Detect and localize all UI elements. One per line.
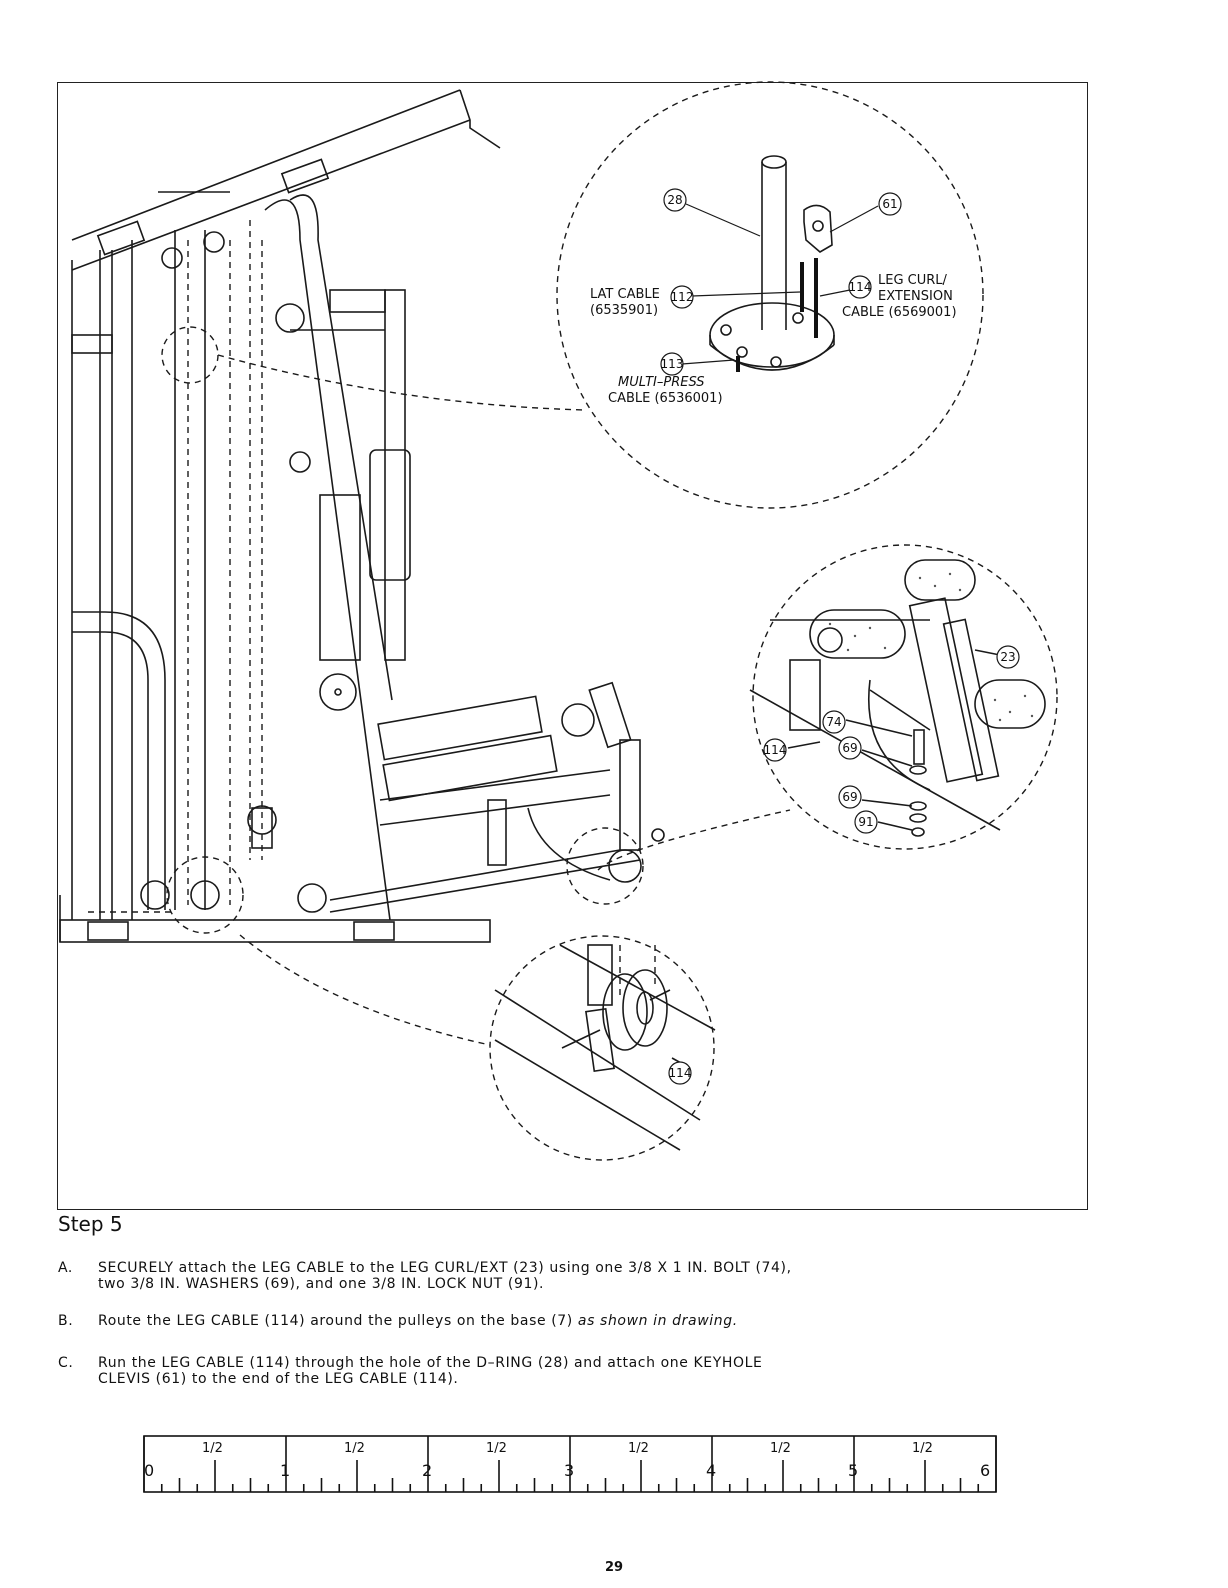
leg-curl-label-2: EXTENSION — [878, 289, 953, 304]
callout-69-upper-text: 69 — [842, 741, 857, 755]
ruler-number: 6 — [980, 1461, 990, 1480]
instruction-b-italic: as shown in drawing. — [572, 1313, 738, 1329]
ruler-number: 0 — [144, 1461, 154, 1480]
measurement-ruler: 0 1/2 1 1/2 2 1/2 3 1/2 4 1/2 5 1/2 6 — [143, 1435, 997, 1493]
base-rail — [59, 919, 491, 943]
page-number: 29 — [604, 1560, 624, 1575]
instruction-b: B. Route the LEG CABLE (114) around the … — [58, 1313, 1058, 1329]
callout-28 — [663, 188, 687, 212]
ruler-number: 5 — [848, 1461, 858, 1480]
lat-cable-part: (6535901) — [590, 303, 658, 318]
ruler-half-label: 1/2 — [912, 1441, 933, 1456]
callout-69-lower-text: 69 — [842, 790, 857, 804]
ruler-half-label: 1/2 — [628, 1441, 649, 1456]
callout-114-top — [848, 275, 872, 299]
ruler-half-label: 1/2 — [770, 1441, 791, 1456]
callout-114-mid — [763, 738, 787, 762]
instruction-b-letter: B. — [58, 1313, 74, 1329]
callout-91-text: 91 — [858, 815, 873, 829]
callout-112-text: 112 — [671, 290, 694, 304]
callout-23 — [996, 645, 1020, 669]
callout-69-lower — [838, 785, 862, 809]
callout-61-text: 61 — [882, 197, 897, 211]
callout-113 — [660, 352, 684, 376]
ruler-half-label: 1/2 — [202, 1441, 223, 1456]
callout-91 — [854, 810, 878, 834]
ruler-number: 3 — [564, 1461, 574, 1480]
lat-cable-label: LAT CABLE — [590, 287, 660, 302]
callout-112 — [670, 285, 694, 309]
callout-114-mid-text: 114 — [764, 743, 787, 757]
instruction-c-line1: Run the LEG CABLE (114) through the hole… — [98, 1355, 763, 1371]
callout-61 — [878, 192, 902, 216]
instruction-a: A. SECURELY attach the LEG CABLE to the … — [58, 1260, 1058, 1292]
instruction-a-line1: SECURELY attach the LEG CABLE to the LEG… — [98, 1260, 792, 1276]
callout-69-upper — [838, 736, 862, 760]
leg-curl-part: CABLE (6569001) — [842, 305, 957, 320]
ruler-half-label: 1/2 — [486, 1441, 507, 1456]
instruction-b-line1: Route the LEG CABLE (114) around the pul… — [98, 1313, 573, 1329]
callout-23-text: 23 — [1000, 650, 1015, 664]
multi-press-part: CABLE (6536001) — [608, 391, 723, 406]
instruction-c-letter: C. — [58, 1355, 74, 1371]
base-bracket — [87, 921, 129, 941]
base-bracket-front — [353, 921, 395, 941]
instruction-c: C. Run the LEG CABLE (114) through the h… — [58, 1355, 1058, 1387]
callout-74 — [822, 710, 846, 734]
instruction-a-line2: two 3/8 IN. WASHERS (69), and one 3/8 IN… — [98, 1276, 545, 1292]
instruction-c-line2: CLEVIS (61) to the end of the LEG CABLE … — [98, 1371, 459, 1387]
instruction-a-letter: A. — [58, 1260, 73, 1276]
leg-curl-label: LEG CURL/ — [878, 273, 948, 288]
ruler-number: 1 — [280, 1461, 290, 1480]
ruler-number: 2 — [422, 1461, 432, 1480]
step-title: Step 5 — [58, 1212, 123, 1236]
callout-114-bottom-text: 114 — [669, 1066, 692, 1080]
ruler-number: 4 — [706, 1461, 716, 1480]
callout-28-text: 28 — [667, 193, 682, 207]
ruler-half-label: 1/2 — [344, 1441, 365, 1456]
callout-114-bottom — [668, 1061, 692, 1085]
callout-74-text: 74 — [826, 715, 841, 729]
callout-113-text: 113 — [661, 357, 684, 371]
illustration-frame — [57, 82, 1088, 1210]
multi-press-label: MULTI–PRESS — [618, 375, 705, 390]
callout-114-top-text: 114 — [849, 280, 872, 294]
